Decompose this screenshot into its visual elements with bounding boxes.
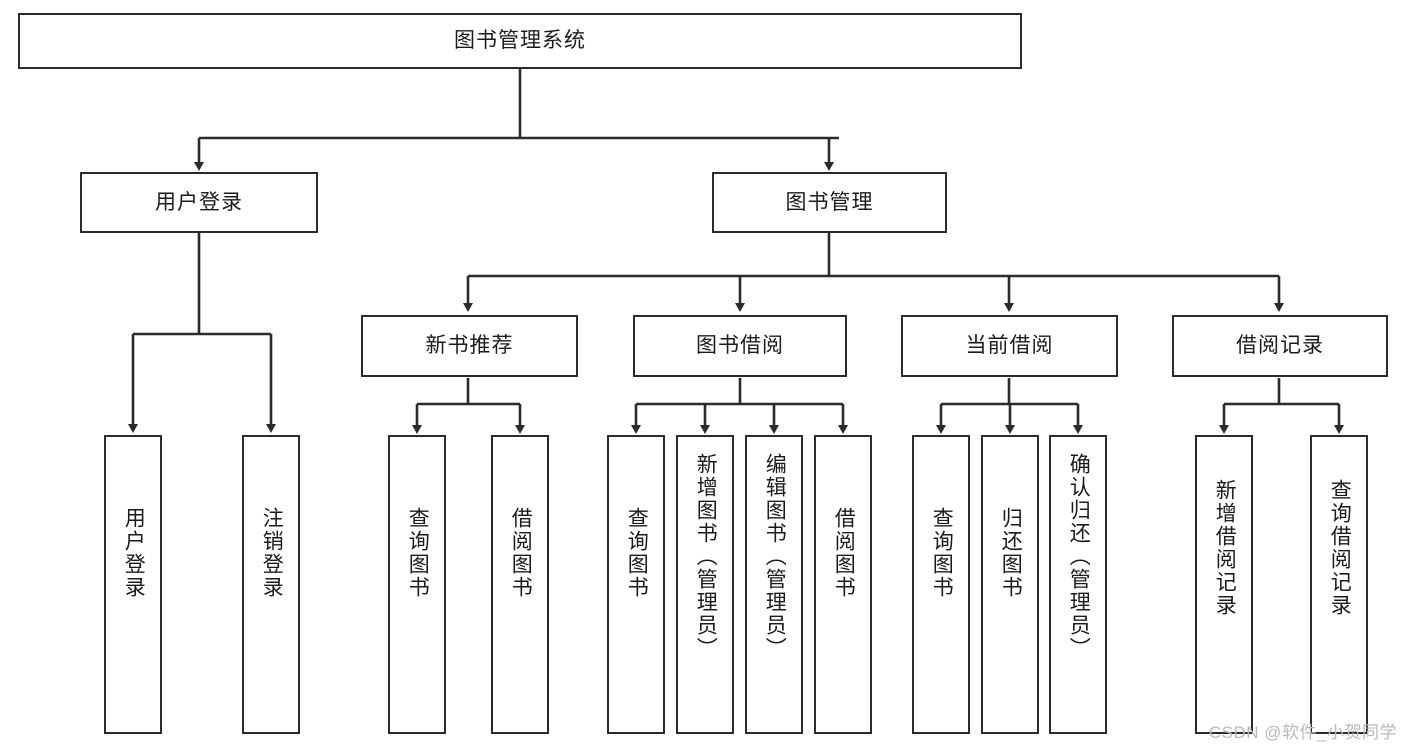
leaf-borrow-book-recommend[interactable]: 借阅图书 [491,435,549,734]
leaf-edit-book-admin[interactable]: 编辑图书（管理员） [745,435,803,734]
node-current-borrow[interactable]: 当前借阅 [901,315,1118,377]
leaf-query-book-recommend-label: 查询图书 [406,507,430,599]
leaf-add-book-admin[interactable]: 新增图书（管理员） [676,435,734,734]
leaf-query-book-current-label: 查询图书 [930,507,954,599]
node-book-management-label: 图书管理 [785,190,874,214]
leaf-add-borrow-record-label: 新增借阅记录 [1213,479,1237,617]
leaf-query-book-recommend[interactable]: 查询图书 [388,435,446,734]
node-book-management[interactable]: 图书管理 [712,172,947,233]
leaf-borrow-book-recommend-label: 借阅图书 [509,507,533,599]
leaf-confirm-return-admin-label: 确认归还（管理员） [1067,453,1091,660]
node-root[interactable]: 图书管理系统 [18,13,1022,69]
leaf-borrow-book[interactable]: 借阅图书 [814,435,872,734]
leaf-logout-label: 注销登录 [260,507,284,599]
leaf-edit-book-admin-label: 编辑图书（管理员） [763,453,787,660]
leaf-confirm-return-admin[interactable]: 确认归还（管理员） [1049,435,1107,734]
leaf-user-login-label: 用户登录 [122,507,146,599]
node-new-book-recommend[interactable]: 新书推荐 [361,315,578,377]
leaf-query-book-borrow-label: 查询图书 [625,507,649,599]
leaf-query-borrow-record-label: 查询借阅记录 [1328,479,1352,617]
leaf-user-login[interactable]: 用户登录 [104,435,162,734]
node-root-label: 图书管理系统 [454,29,586,53]
leaf-query-borrow-record[interactable]: 查询借阅记录 [1310,435,1368,734]
node-book-borrow-label: 图书借阅 [696,334,784,358]
leaf-return-book[interactable]: 归还图书 [981,435,1039,734]
csdn-watermark: CSDN @软件_小贺同学 [1208,723,1397,742]
leaf-query-book-borrow[interactable]: 查询图书 [607,435,665,734]
leaf-query-book-current[interactable]: 查询图书 [912,435,970,734]
leaf-logout[interactable]: 注销登录 [242,435,300,734]
leaf-add-book-admin-label: 新增图书（管理员） [694,453,718,660]
node-book-borrow[interactable]: 图书借阅 [633,315,847,377]
node-new-book-recommend-label: 新书推荐 [425,334,514,358]
node-user-login[interactable]: 用户登录 [80,172,318,233]
leaf-borrow-book-label: 借阅图书 [832,507,856,599]
node-borrow-record[interactable]: 借阅记录 [1172,315,1388,377]
node-current-borrow-label: 当前借阅 [965,334,1054,358]
node-user-login-label: 用户登录 [155,190,243,214]
leaf-return-book-label: 归还图书 [999,507,1023,599]
leaf-add-borrow-record[interactable]: 新增借阅记录 [1195,435,1253,734]
node-borrow-record-label: 借阅记录 [1236,334,1324,358]
